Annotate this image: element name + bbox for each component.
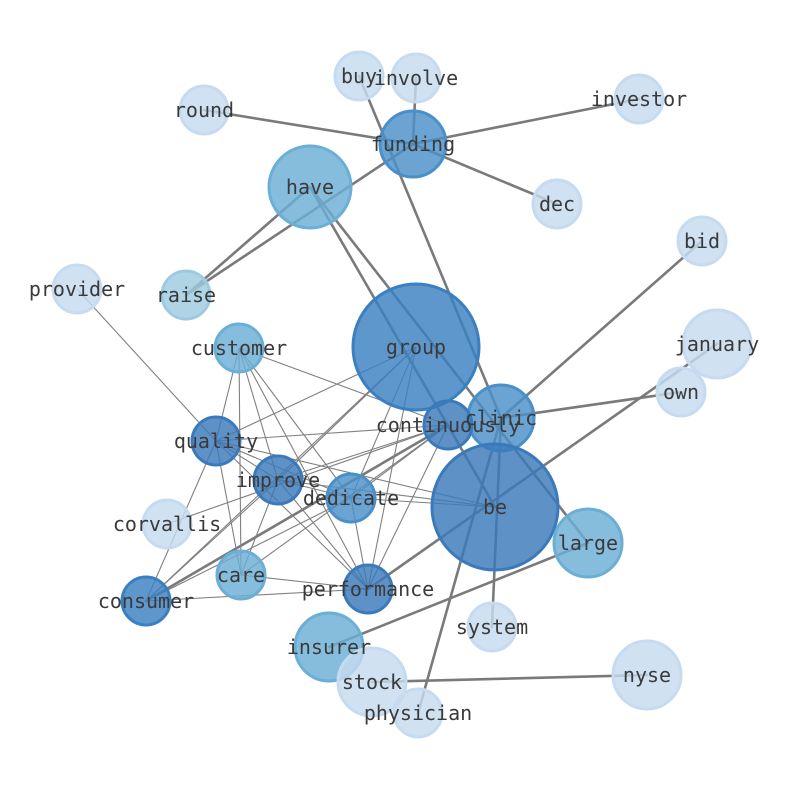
node-label-bid: bid [684, 229, 720, 253]
node-dec[interactable] [531, 178, 583, 230]
node-label-large: large [558, 531, 618, 555]
node-own[interactable] [655, 366, 707, 418]
node-label-group: group [386, 335, 446, 359]
node-label-improve: improve [236, 468, 320, 492]
node-label-performance: performance [302, 577, 434, 601]
edge-quality-continuously [215, 424, 449, 442]
node-involve[interactable] [390, 52, 442, 104]
node-label-have: have [286, 175, 334, 199]
edge-improve-continuously [277, 424, 449, 481]
node-label-investor: investor [591, 87, 687, 111]
edge-customer-continuously [238, 347, 449, 426]
node-label-buy: buy [341, 64, 377, 88]
node-large[interactable] [552, 507, 624, 579]
edge-improve-consumer [145, 479, 279, 602]
node-label-care: care [217, 563, 265, 587]
node-bid[interactable] [676, 215, 728, 267]
node-quality[interactable] [190, 415, 242, 467]
node-improve[interactable] [252, 454, 304, 506]
node-label-dedicate: dedicate [303, 486, 399, 510]
node-label-physician: physician [364, 701, 472, 725]
edge-provider-quality [76, 288, 217, 442]
node-raise[interactable] [160, 269, 212, 321]
node-label-raise: raise [156, 283, 216, 307]
edge-customer-care [238, 347, 242, 576]
node-label-provider: provider [29, 277, 125, 301]
edge-continuously-consumer [144, 423, 450, 603]
node-stock[interactable] [336, 646, 408, 718]
node-label-consumer: consumer [98, 589, 194, 613]
edge-round-funding [202, 108, 415, 146]
node-performance[interactable] [342, 563, 394, 615]
node-have[interactable] [267, 144, 353, 230]
node-label-system: system [456, 615, 528, 639]
edge-customer-dedicate [238, 347, 352, 499]
node-customer[interactable] [213, 322, 265, 374]
node-label-clinic: clinic [465, 406, 537, 430]
node-label-be: be [483, 495, 507, 519]
edge-bid-clinic [499, 239, 704, 420]
edge-stock-nyse [370, 673, 649, 684]
node-investor[interactable] [613, 73, 665, 125]
node-physician[interactable] [392, 687, 444, 739]
node-be[interactable] [430, 442, 560, 572]
edge-customer-performance [238, 347, 369, 590]
node-dedicate[interactable] [325, 472, 377, 524]
node-buy[interactable] [333, 50, 385, 102]
node-funding[interactable] [378, 109, 448, 179]
node-provider[interactable] [51, 263, 103, 315]
edge-investor-funding [411, 97, 641, 146]
edge-continuously-performance [367, 424, 449, 590]
node-label-own: own [663, 380, 699, 404]
edge-consumer-performance [145, 588, 369, 602]
node-continuously[interactable] [422, 399, 474, 451]
edge-quality-performance [215, 440, 369, 590]
node-label-customer: customer [191, 336, 287, 360]
node-label-funding: funding [371, 132, 455, 156]
node-january[interactable] [681, 308, 753, 380]
node-corvallis[interactable] [141, 498, 193, 550]
node-label-stock: stock [342, 670, 402, 694]
node-consumer[interactable] [120, 575, 172, 627]
node-label-involve: involve [374, 66, 458, 90]
node-label-continuously: continuously [376, 413, 521, 437]
node-label-nyse: nyse [623, 663, 671, 687]
node-nyse[interactable] [611, 639, 683, 711]
edge-dedicate-consumer [145, 497, 352, 602]
node-label-corvallis: corvallis [113, 512, 221, 536]
node-care[interactable] [215, 549, 267, 601]
node-label-quality: quality [174, 429, 258, 453]
nodes-layer [51, 50, 753, 739]
node-label-dec: dec [539, 192, 575, 216]
node-group[interactable] [351, 282, 481, 412]
edge-corvallis-continuously [166, 424, 449, 525]
node-label-january: january [675, 332, 759, 356]
edge-large-insurer [327, 541, 590, 649]
node-round[interactable] [178, 84, 230, 136]
node-system[interactable] [466, 601, 518, 653]
node-label-insurer: insurer [287, 635, 371, 659]
node-label-round: round [174, 98, 234, 122]
